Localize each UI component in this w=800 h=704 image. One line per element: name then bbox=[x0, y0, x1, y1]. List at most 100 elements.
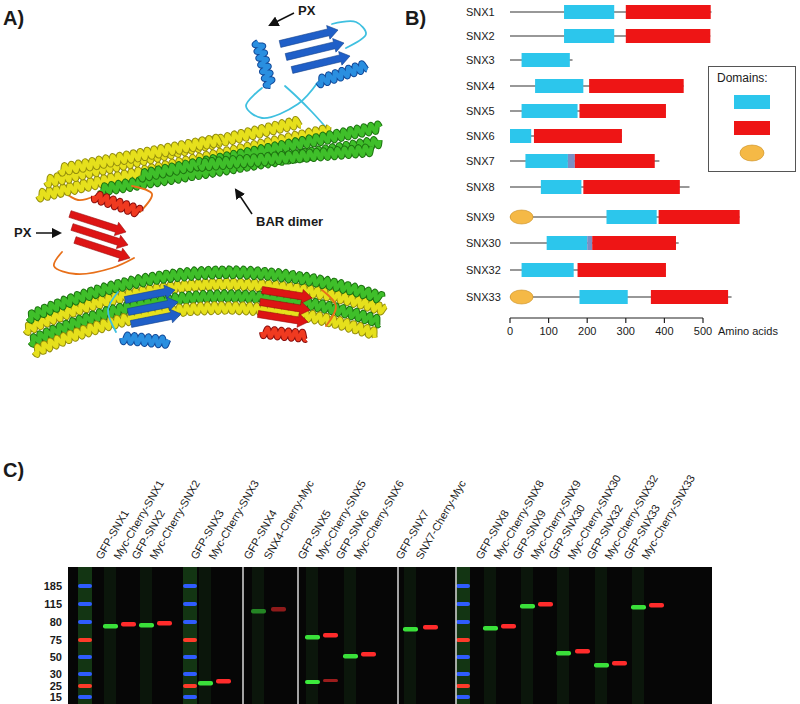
ladder-band bbox=[183, 684, 197, 688]
helix-outline bbox=[94, 194, 141, 214]
lane-smear bbox=[199, 567, 211, 704]
ladder-band bbox=[456, 695, 470, 699]
ladder-band bbox=[78, 584, 92, 588]
lane-smear bbox=[78, 567, 92, 704]
ladder-band bbox=[78, 672, 92, 676]
protein-name: SNX33 bbox=[466, 291, 501, 304]
lane-smear bbox=[484, 567, 496, 704]
bar-domain bbox=[534, 129, 622, 143]
blot-background bbox=[68, 567, 712, 704]
protein-row bbox=[510, 5, 711, 19]
panel-letter: A) bbox=[3, 7, 24, 30]
protein-name: SNX1 bbox=[466, 6, 495, 19]
bar-domain bbox=[578, 263, 666, 277]
px-domain bbox=[535, 79, 583, 93]
cherry-band bbox=[612, 661, 627, 666]
px-domain bbox=[510, 129, 531, 143]
cherry-band bbox=[423, 625, 438, 630]
axis-tick bbox=[509, 318, 510, 323]
leader-arrow bbox=[270, 13, 294, 25]
ladder-band bbox=[183, 695, 197, 699]
ladder-band bbox=[183, 672, 197, 676]
protein-name: SNX9 bbox=[466, 211, 495, 224]
blot-divider bbox=[455, 567, 457, 704]
px-domain bbox=[525, 154, 567, 168]
western-blot bbox=[68, 567, 712, 704]
loop-coil bbox=[322, 290, 336, 326]
ladder-band bbox=[456, 672, 470, 676]
alpha-helix bbox=[318, 63, 367, 85]
axis-title: Amino acids bbox=[718, 325, 778, 338]
ladder-band bbox=[456, 602, 470, 606]
leader-arrows bbox=[36, 13, 294, 233]
protein-row bbox=[510, 154, 659, 168]
cherry-band bbox=[361, 652, 376, 657]
px-domain bbox=[564, 29, 614, 43]
axis-tick-label: 100 bbox=[539, 325, 557, 338]
protein-name: SNX4 bbox=[466, 80, 495, 93]
protein-row bbox=[510, 79, 684, 93]
loop-coil bbox=[108, 292, 118, 332]
protein-name: SNX6 bbox=[466, 130, 495, 143]
axis-tick-label: 500 bbox=[694, 325, 712, 338]
cherry-band bbox=[501, 624, 516, 629]
px-domain bbox=[579, 290, 627, 304]
px-domain bbox=[522, 263, 574, 277]
px-bar-overlap bbox=[568, 154, 575, 168]
cherry-band bbox=[157, 621, 172, 626]
lane-smear bbox=[557, 567, 569, 704]
lane-smear bbox=[456, 567, 470, 704]
lane-smear bbox=[140, 567, 152, 704]
structure-label: PX bbox=[298, 4, 315, 19]
marker-weight: 50 bbox=[50, 652, 62, 663]
helix-outline bbox=[262, 328, 306, 339]
ladder-band bbox=[456, 620, 470, 624]
protein-name: SNX30 bbox=[466, 237, 501, 250]
lane-smear bbox=[104, 567, 116, 704]
alpha-helix bbox=[262, 328, 306, 339]
alpha-helix bbox=[122, 334, 168, 345]
helix-outline bbox=[255, 42, 273, 86]
cherry-band bbox=[538, 602, 553, 607]
protein-row bbox=[510, 210, 740, 224]
alpha-helix bbox=[34, 304, 375, 355]
protein-row bbox=[510, 104, 666, 118]
blot-divider bbox=[297, 567, 299, 704]
lane-smear bbox=[252, 567, 264, 704]
helix-outline bbox=[34, 304, 375, 355]
bar-domain bbox=[575, 154, 655, 168]
axis-tick bbox=[702, 318, 703, 323]
domain-diagram bbox=[510, 5, 740, 323]
axis-tick-label: 400 bbox=[655, 325, 673, 338]
ladder-band bbox=[78, 602, 92, 606]
sh3-domain bbox=[510, 290, 533, 304]
ladder-band bbox=[78, 638, 92, 642]
helix-outline bbox=[122, 334, 168, 345]
ladder-band bbox=[456, 684, 470, 688]
leader-arrow bbox=[36, 232, 60, 234]
protein-row bbox=[510, 236, 679, 250]
protein-structure bbox=[25, 21, 386, 355]
ladder-band bbox=[183, 638, 197, 642]
ladder-band bbox=[78, 620, 92, 624]
bar-domain bbox=[583, 180, 680, 194]
px-domain bbox=[522, 104, 578, 118]
helix-outline bbox=[318, 63, 367, 85]
protein-row bbox=[510, 263, 666, 277]
px-domain bbox=[541, 180, 582, 194]
protein-name: SNX5 bbox=[466, 105, 495, 118]
protein-name: SNX2 bbox=[466, 30, 495, 43]
protein-row bbox=[510, 129, 622, 143]
ladder-band bbox=[183, 584, 197, 588]
protein-row bbox=[510, 180, 689, 194]
lane-smear bbox=[632, 567, 644, 704]
alpha-helix bbox=[60, 137, 221, 174]
protein-name: SNX32 bbox=[466, 264, 501, 277]
px-domain bbox=[564, 5, 614, 19]
leader-arrow bbox=[236, 190, 252, 214]
beta-strand bbox=[257, 311, 308, 328]
cherry-band bbox=[216, 679, 231, 684]
axis-tick-label: 200 bbox=[578, 325, 596, 338]
cherry-band bbox=[323, 633, 338, 638]
